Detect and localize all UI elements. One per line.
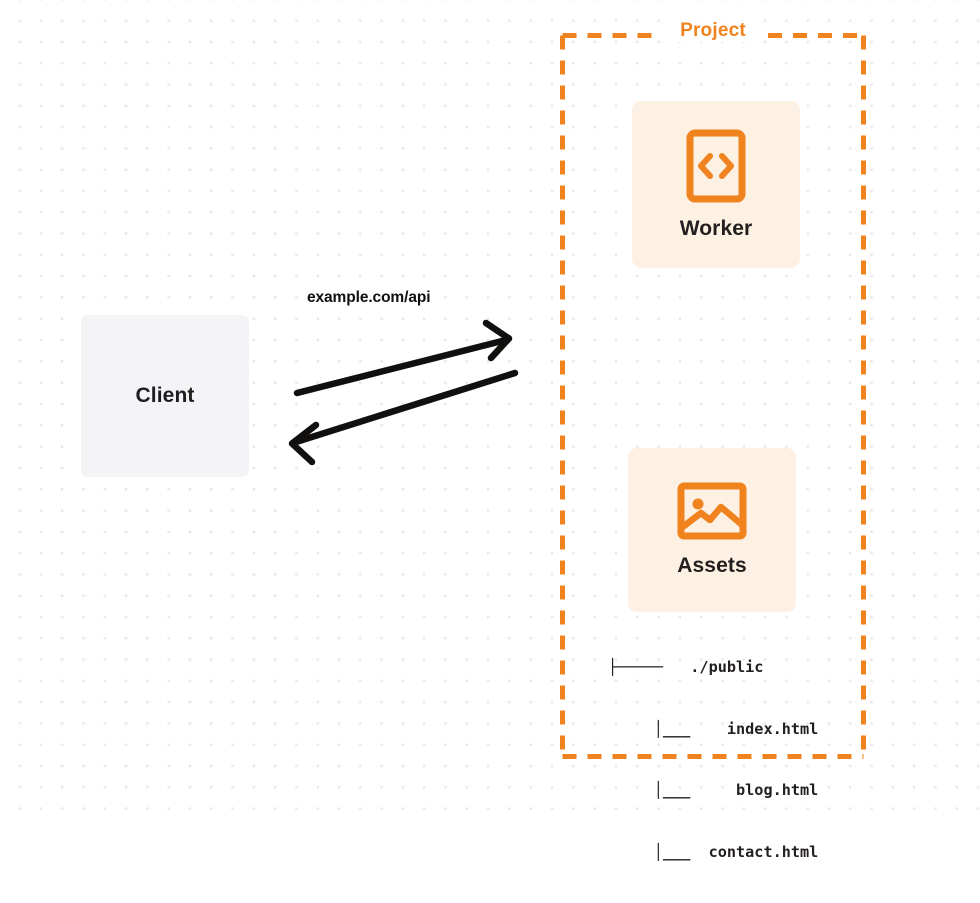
client-node-label: Client [135, 384, 195, 407]
file-tree-row: │___ blog.html [608, 781, 819, 799]
diagram-canvas: Client example.com/api Project [0, 0, 980, 861]
worker-node[interactable]: Worker [632, 101, 800, 268]
project-group: Project Worker Assets ├───── ./public │_… [560, 20, 866, 861]
file-tree-row: │___ contact.html [608, 842, 819, 861]
file-tree-row: │___ index.html [608, 719, 819, 738]
response-arrow-icon [288, 369, 519, 466]
worker-node-label: Worker [679, 216, 753, 240]
file-tree-row: ├───── ./public [608, 658, 764, 676]
connector-label: example.com/api [307, 289, 431, 306]
connector-arrows [288, 319, 519, 466]
code-brackets-icon [686, 129, 746, 202]
assets-node[interactable]: Assets [628, 448, 796, 612]
assets-file-tree: ├───── ./public │___ index.html │___ blo… [608, 616, 818, 903]
request-arrow-icon [293, 319, 513, 397]
project-dashed-border [560, 33, 866, 759]
assets-node-label: Assets [677, 554, 747, 577]
project-title: Project [673, 20, 753, 42]
image-icon [677, 482, 747, 540]
client-node[interactable]: Client [81, 315, 249, 477]
